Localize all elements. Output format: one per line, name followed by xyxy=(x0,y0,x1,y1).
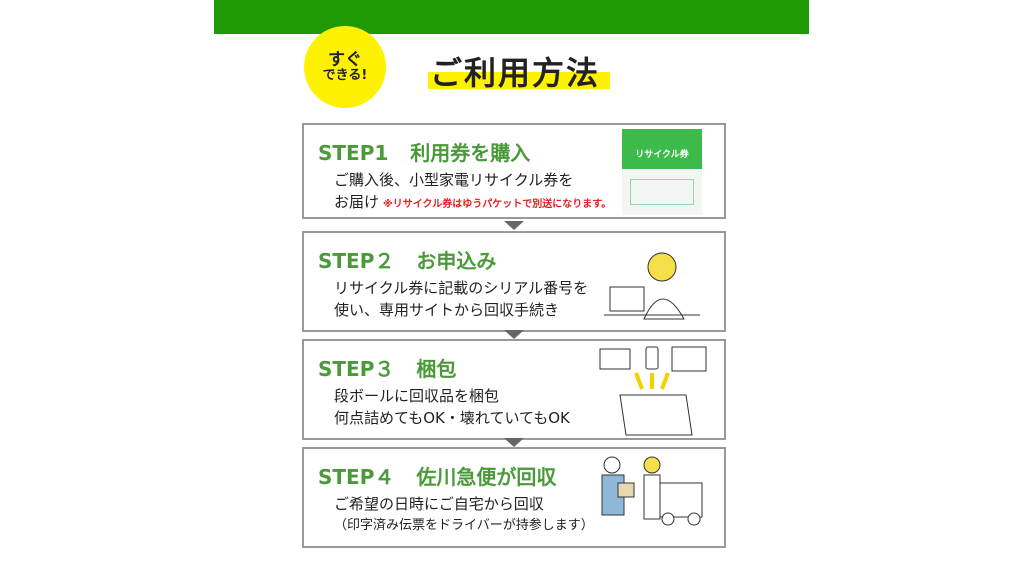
step-desc-line2: お届け xyxy=(334,193,380,211)
step-desc-line1: ご希望の日時にご自宅から回収 xyxy=(334,495,544,513)
badge-circle: すぐ できる! xyxy=(304,26,386,108)
step-desc-line2: （印字済み伝票をドライバーが持参します） xyxy=(334,518,594,533)
badge-line1: すぐ xyxy=(328,49,362,70)
step-2-card: STEP２ お申込み リサイクル券に記載のシリアル番号を使い、専用サイトから回収手… xyxy=(302,231,726,332)
page-title: ご利用方法 xyxy=(430,54,601,92)
step-label: STEP３ xyxy=(318,357,395,381)
step-desc-line1: 段ボールに回収品を梱包 xyxy=(334,387,500,405)
step-label: STEP1 xyxy=(318,141,389,165)
step-title: 利用券を購入 xyxy=(410,141,531,165)
ticket-title: リサイクル券 xyxy=(622,129,702,169)
title-highlight xyxy=(428,72,610,89)
badge-line2: できる! xyxy=(322,68,368,84)
step-title: 梱包 xyxy=(416,357,457,381)
down-arrow-icon xyxy=(504,330,524,339)
step-desc-line1: ご購入後、小型家電リサイクル券を xyxy=(334,171,574,189)
recycle-ticket-image: リサイクル券 xyxy=(622,129,702,215)
delivery-illustration xyxy=(601,456,703,526)
step-note: ※リサイクル券はゆうパケットで別送になります。 xyxy=(383,199,612,210)
step-3-card: STEP３ 梱包 段ボールに回収品を梱包何点詰めてもOK・壊れていてもOK xyxy=(302,339,726,440)
step-1-card: STEP1 利用券を購入 ご購入後、小型家電リサイクル券をお届け※リサイクル券はゆ… xyxy=(302,123,726,219)
step-4-card: STEP４ 佐川急便が回収 ご希望の日時にご自宅から回収 （印字済み伝票をドライバー… xyxy=(302,447,726,548)
step-label: STEP２ xyxy=(318,249,395,273)
step-title: お申込み xyxy=(416,249,497,273)
step-desc-line1: リサイクル券に記載のシリアル番号を xyxy=(334,279,589,297)
devices-box-illustration xyxy=(599,346,707,436)
down-arrow-icon xyxy=(504,221,524,230)
woman-laptop-illustration xyxy=(604,252,700,320)
down-arrow-icon xyxy=(504,438,524,447)
step-label: STEP４ xyxy=(318,465,395,489)
step-desc-line2: 使い、専用サイトから回収手続き xyxy=(334,301,560,319)
step-title: 佐川急便が回収 xyxy=(416,465,557,489)
header-bar xyxy=(214,0,809,34)
step-desc-line2: 何点詰めてもOK・壊れていてもOK xyxy=(334,409,570,427)
